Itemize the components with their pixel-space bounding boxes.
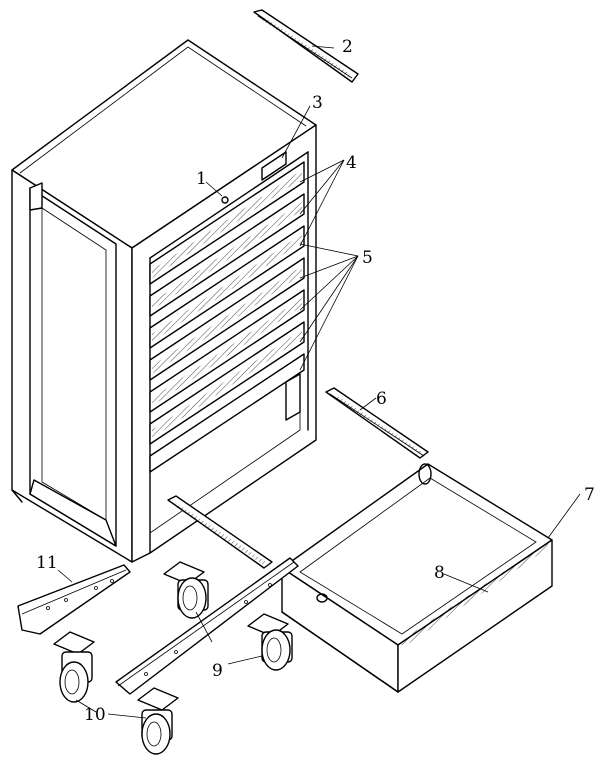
callout-7: 7 (584, 485, 595, 505)
callout-11: 11 (36, 553, 58, 573)
caster-front-left (53, 631, 95, 703)
base-plate-right (115, 557, 299, 695)
callout-4: 4 (346, 153, 357, 173)
leader-lines (57, 45, 581, 719)
callout-labels: 2 3 1 4 5 6 7 8 9 10 11 (36, 37, 595, 725)
callout-5: 5 (362, 248, 373, 268)
caster-front-right (163, 561, 209, 619)
callout-1: 1 (196, 169, 207, 189)
drawer-fronts (149, 161, 305, 473)
drawer-slide-part (325, 387, 429, 459)
caster-rear-left (137, 687, 179, 755)
callout-6: 6 (376, 389, 387, 409)
drawer-part (281, 463, 553, 693)
callout-8: 8 (434, 563, 445, 583)
caster-rear-right (247, 613, 293, 671)
callout-2: 2 (342, 37, 353, 57)
base-plate-left (17, 564, 131, 635)
lower-slide-part (167, 495, 273, 569)
callout-3: 3 (312, 93, 323, 113)
top-rail-part (253, 9, 359, 83)
callout-10: 10 (84, 705, 106, 725)
callout-9: 9 (212, 661, 223, 681)
